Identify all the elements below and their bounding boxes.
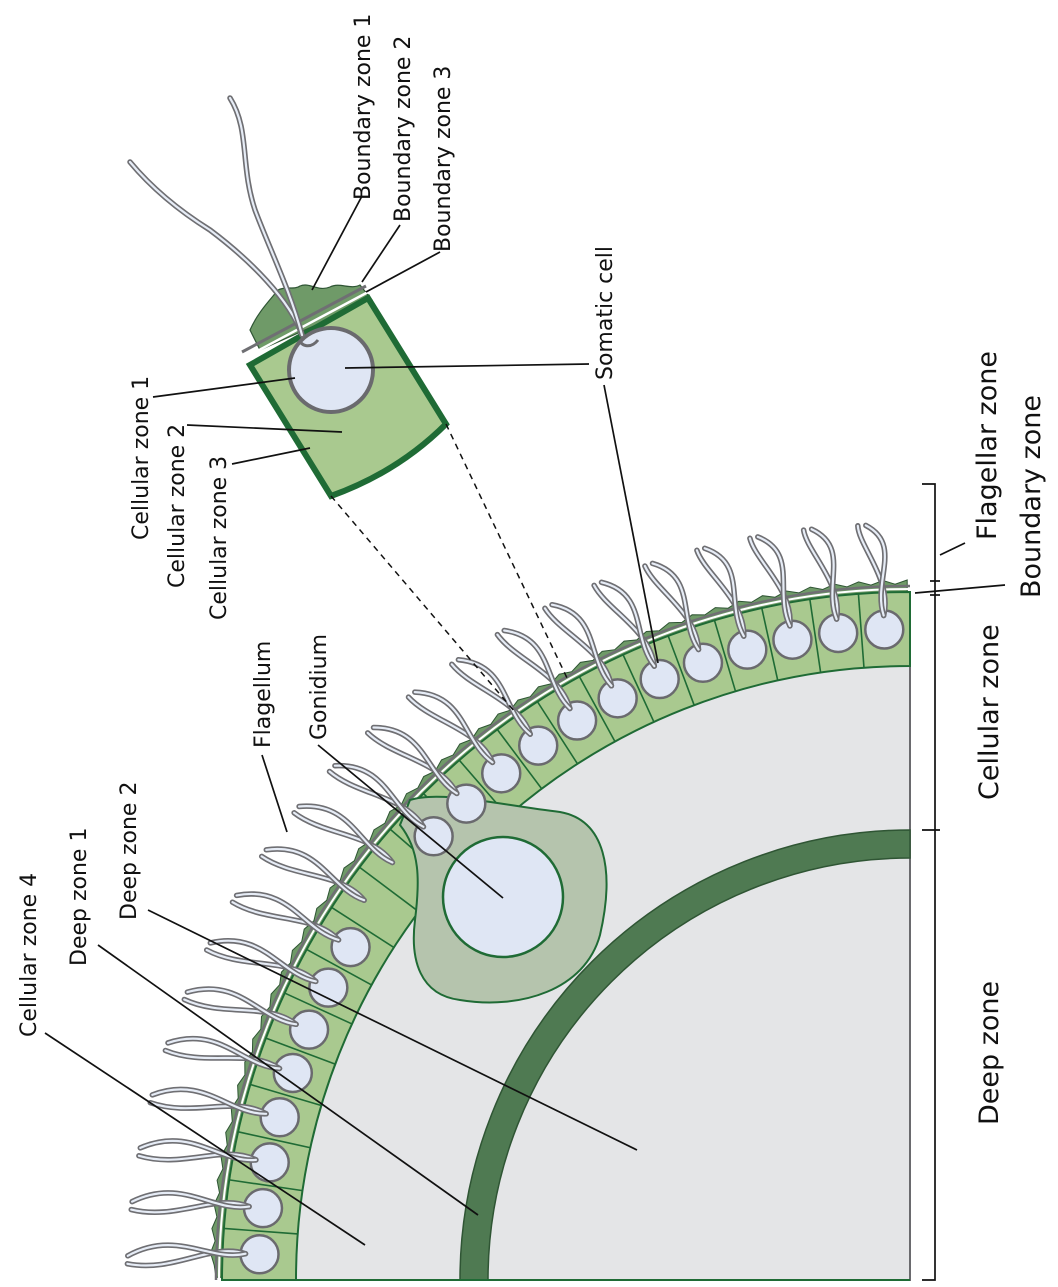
leader-boundary-zone-right — [915, 585, 1005, 593]
leader-boundary-zone-1 — [312, 196, 362, 290]
projection-line-1 — [331, 496, 515, 712]
bracket-label-boundary-zone: Boundary zone — [1016, 395, 1047, 598]
label-deep-zone-1: Deep zone 1 — [67, 828, 92, 966]
leader-flagellum — [262, 755, 287, 832]
bracket-label-flagellar-zone: Flagellar zone — [972, 351, 1003, 540]
leader-cellular-zone-3 — [232, 448, 310, 464]
label-cellular-zone-2: Cellular zone 2 — [165, 424, 190, 588]
inset-nucleus — [289, 328, 373, 412]
somatic-nucleus — [641, 660, 679, 698]
label-somatic-cell: Somatic cell — [593, 246, 618, 380]
somatic-nucleus — [309, 969, 347, 1007]
bracket-label-deep-zone: Deep zone — [974, 981, 1005, 1125]
label-cellular-zone-3: Cellular zone 3 — [207, 456, 232, 620]
somatic-nucleus — [332, 928, 370, 966]
label-flagellum: Flagellum — [251, 641, 276, 748]
label-cellular-zone-4: Cellular zone 4 — [17, 873, 42, 1037]
label-deep-zone-2: Deep zone 2 — [117, 782, 142, 920]
label-boundary-zone-1: Boundary zone 1 — [351, 14, 376, 200]
somatic-nucleus — [599, 679, 637, 717]
somatic-nucleus — [261, 1098, 299, 1136]
leader-boundary-zone-2 — [362, 225, 400, 282]
label-boundary-zone-2: Boundary zone 2 — [391, 36, 416, 222]
zone-bracket — [922, 484, 940, 1280]
somatic-nucleus — [558, 702, 596, 740]
label-boundary-zone-3: Boundary zone 3 — [431, 66, 456, 252]
somatic-nucleus — [290, 1011, 328, 1049]
somatic-nucleus — [684, 644, 722, 682]
somatic-nucleus — [728, 631, 766, 669]
leader-flagellar-zone-right — [940, 543, 965, 555]
label-cellular-zone-1: Cellular zone 1 — [129, 376, 154, 540]
label-gonidium: Gonidium — [307, 634, 332, 740]
bracket-label-cellular-zone: Cellular zone — [974, 624, 1005, 800]
